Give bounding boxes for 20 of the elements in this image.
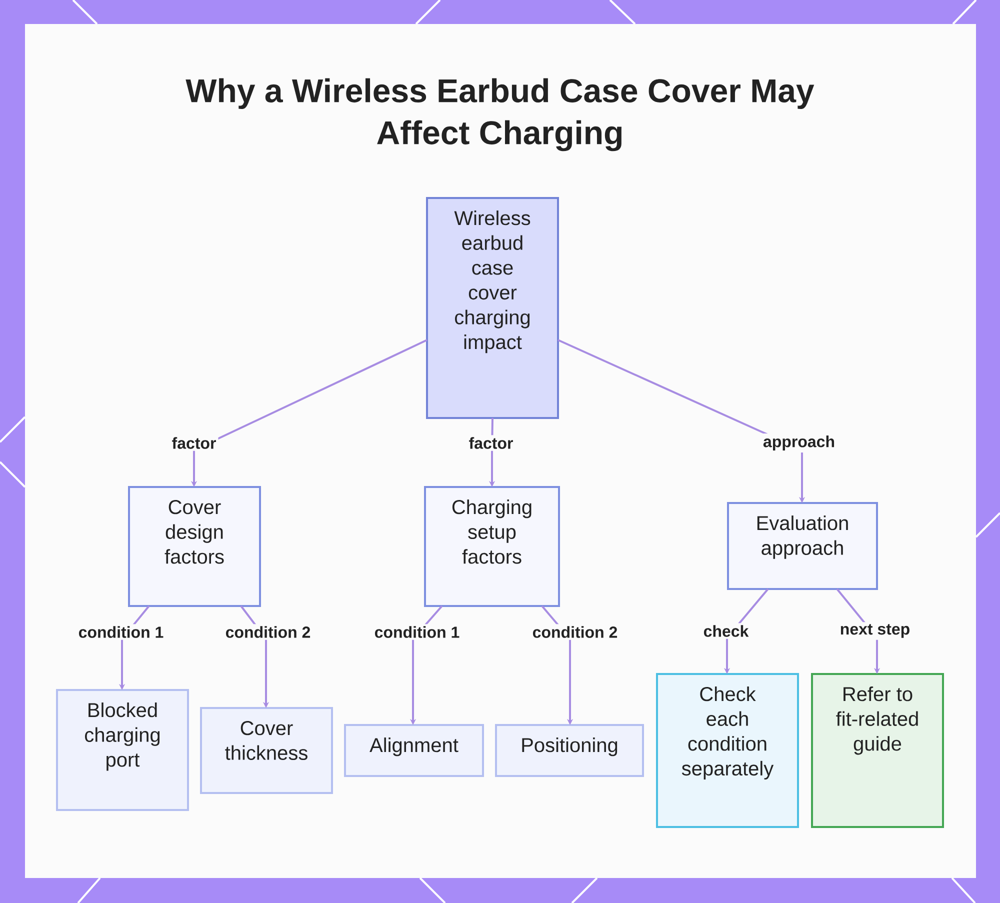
leaf-box: Check each condition separately [656, 673, 799, 828]
branch-box: Cover design factors [128, 486, 261, 607]
edge-label: condition 1 [76, 624, 166, 640]
edge-label: approach [761, 434, 837, 452]
edge-label: next step [838, 622, 912, 640]
leaf-box: Positioning [495, 724, 644, 777]
edge-label: check [701, 623, 751, 639]
edge-label: condition 1 [372, 624, 462, 640]
leaf-box: Blocked charging port [56, 689, 189, 811]
root-box: Wireless earbud case cover charging impact [426, 197, 559, 419]
branch-box: Charging setup factors [424, 486, 560, 607]
edge-label: condition 2 [223, 624, 313, 640]
edge-label: condition 2 [530, 624, 620, 640]
leaf-box: Alignment [344, 724, 484, 777]
branch-box: Evaluation approach [727, 502, 878, 590]
leaf-box: Cover thickness [200, 707, 333, 794]
leaf-box: Refer to fit-related guide [811, 673, 944, 828]
edge-label: factor [170, 435, 218, 451]
title: Why a Wireless Earbud Case Cover May Affect Charging [186, 78, 814, 152]
edge-label: factor [466, 435, 516, 451]
